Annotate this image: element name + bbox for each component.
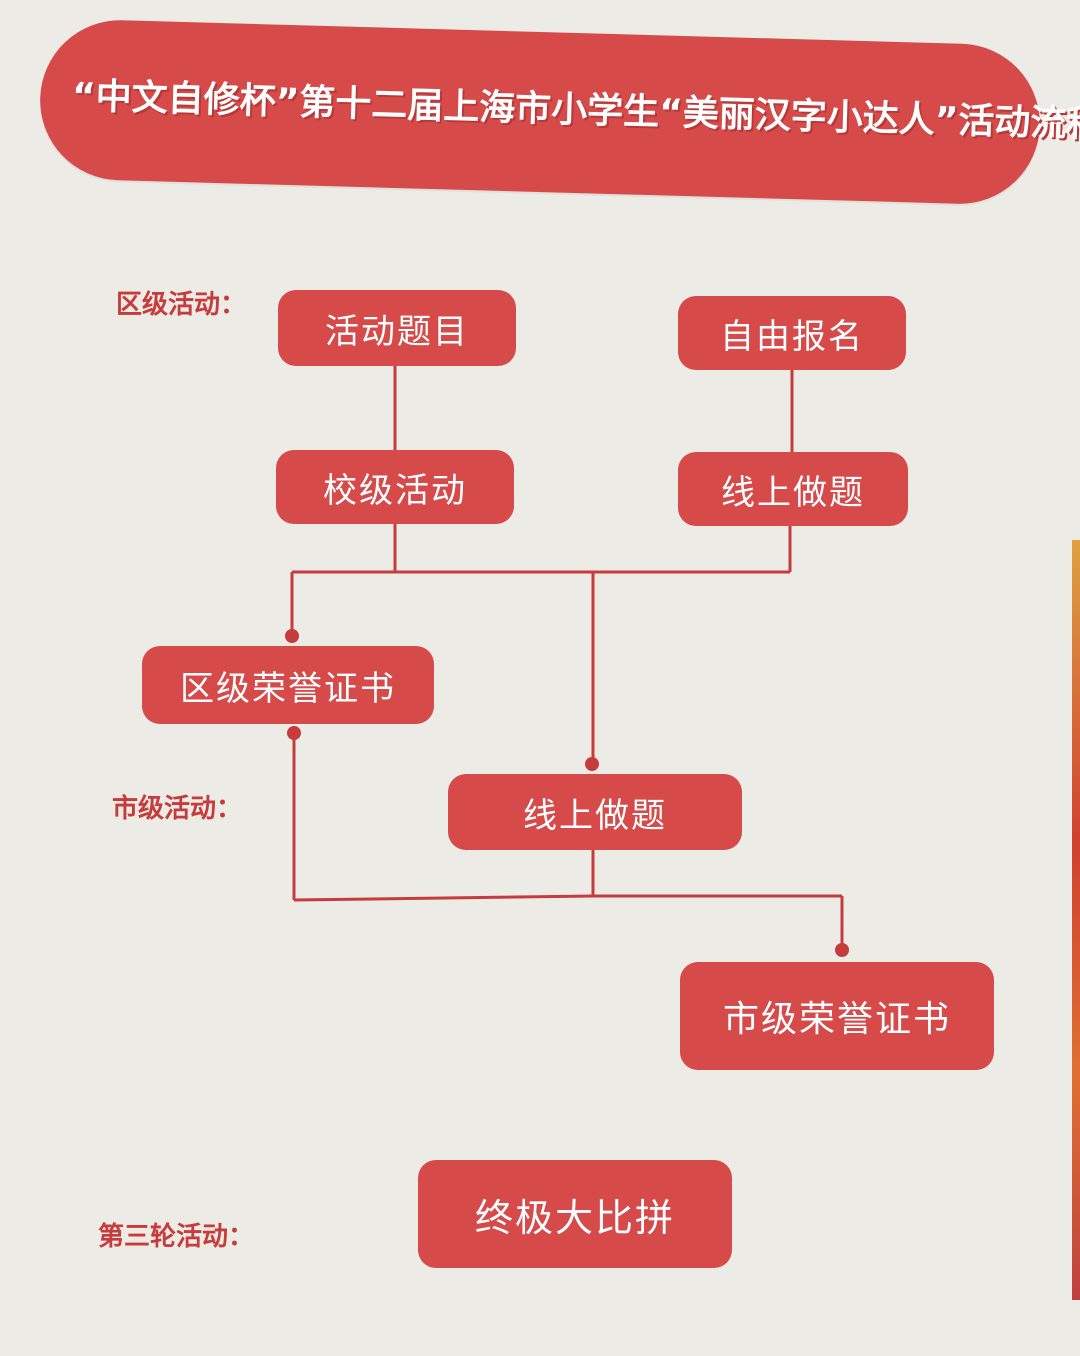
node-school: 校级活动 — [276, 450, 514, 524]
node-online1: 线上做题 — [678, 452, 908, 526]
node-signup: 自由报名 — [678, 296, 906, 370]
arrow-dot-district-cert-top — [285, 629, 299, 643]
stage-label-city: 市级活动： — [112, 794, 243, 824]
arrow-dot-online2 — [585, 757, 599, 771]
decorative-edge-strip — [1072, 540, 1080, 1300]
stage-label-district: 区级活动： — [116, 290, 247, 320]
node-final: 终极大比拼 — [418, 1160, 732, 1268]
stage-label-third: 第三轮活动： — [98, 1222, 255, 1252]
edge-bottom-merge — [293, 894, 842, 902]
node-district-cert: 区级荣誉证书 — [142, 646, 434, 724]
node-topic: 活动题目 — [278, 290, 516, 366]
arrow-dot-city-cert — [835, 943, 849, 957]
arrow-dot-district-cert-bottom — [287, 726, 301, 740]
node-online2: 线上做题 — [448, 774, 742, 850]
node-city-cert: 市级荣誉证书 — [680, 962, 994, 1070]
